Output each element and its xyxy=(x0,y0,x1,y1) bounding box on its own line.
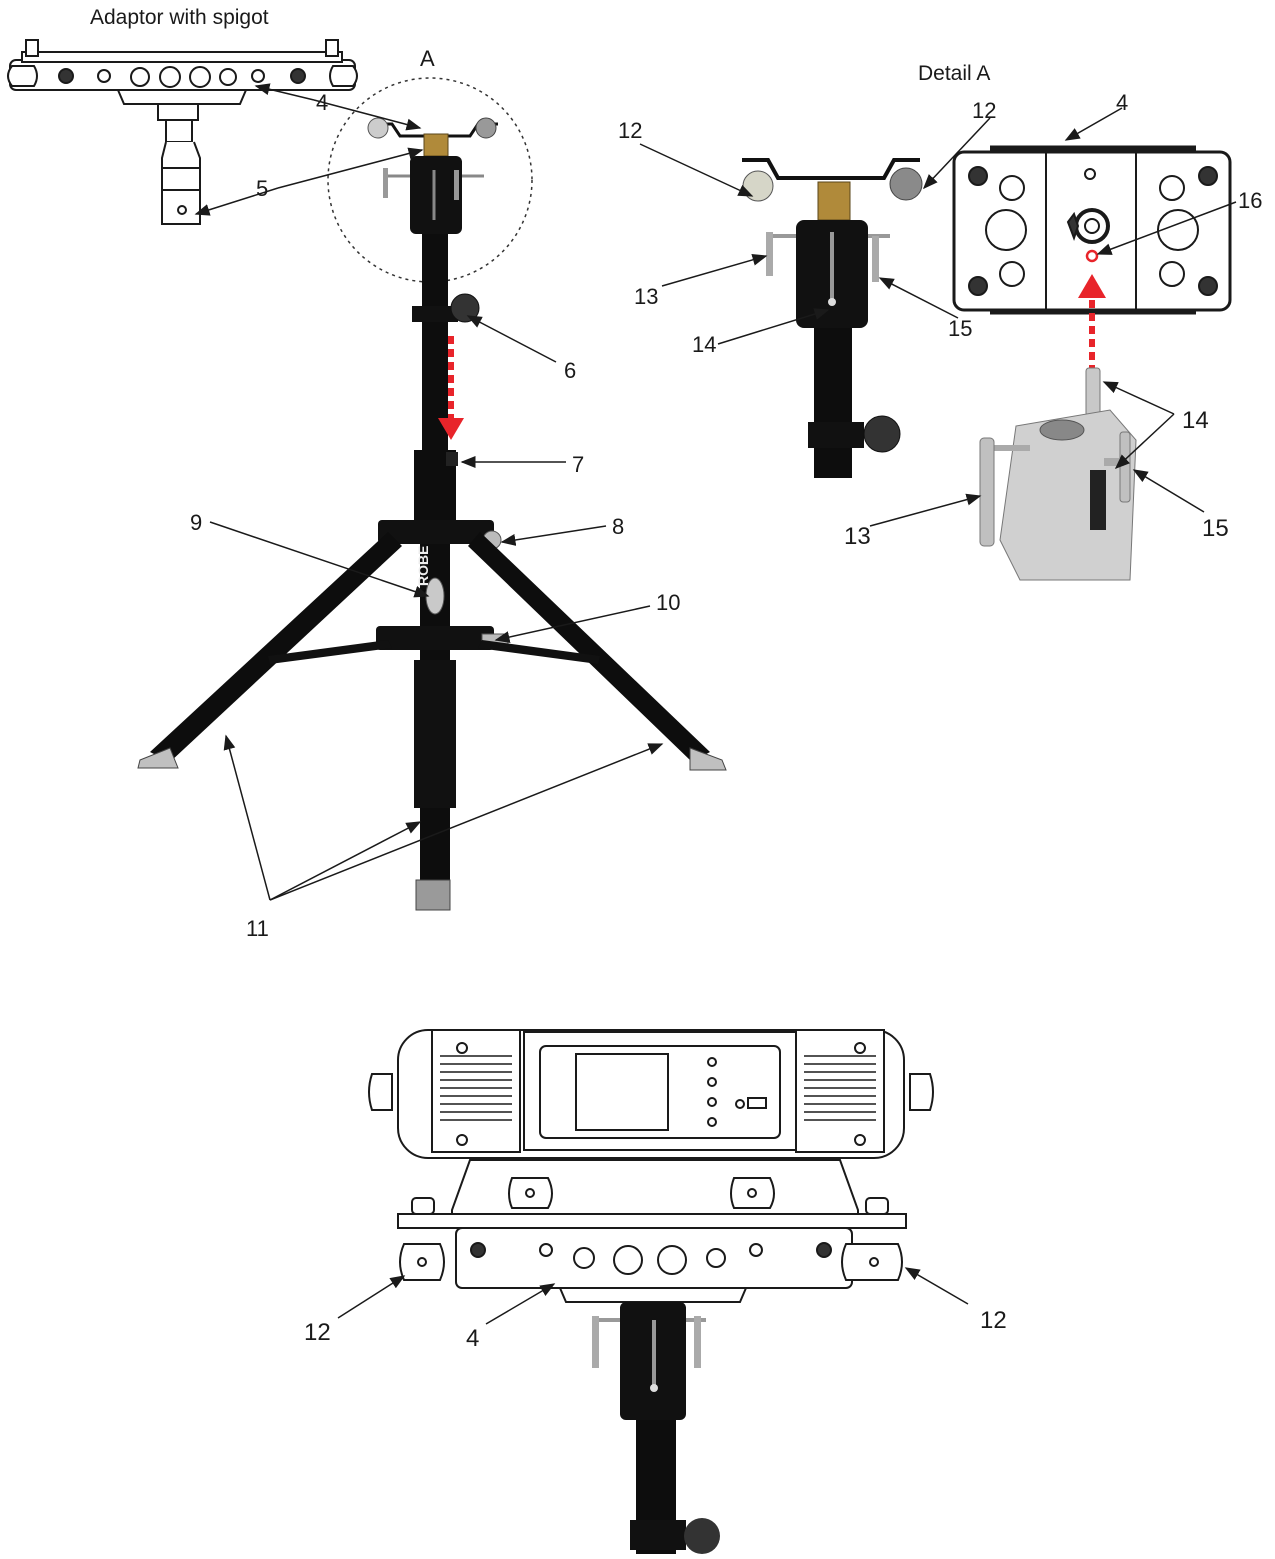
detail-title: Detail A xyxy=(918,62,990,85)
leader-lines xyxy=(194,83,1237,1325)
callout-12-bottom-right: 12 xyxy=(980,1307,1007,1334)
callout-4-bottom: 4 xyxy=(466,1325,479,1352)
insert-arrow-detail-head xyxy=(1078,274,1106,298)
bottom-stand-photo xyxy=(592,1302,720,1554)
callout-14-detail: 14 xyxy=(692,332,716,357)
callout-4-top: 4 xyxy=(316,90,328,115)
callout-11: 11 xyxy=(246,916,269,941)
callout-10: 10 xyxy=(656,590,680,615)
detail-marker: A xyxy=(420,46,435,71)
tripod-stand-photo: ROBE xyxy=(137,117,727,911)
fixture-drawing xyxy=(368,1029,934,1303)
callout-9: 9 xyxy=(190,510,202,535)
callout-13-clamp: 13 xyxy=(844,523,871,550)
detail-circle xyxy=(327,77,533,283)
callout-15-clamp: 15 xyxy=(1202,515,1229,542)
callout-6: 6 xyxy=(564,358,576,383)
adaptor-title: Adaptor with spigot xyxy=(90,6,269,29)
callout-12-detail-left: 12 xyxy=(618,118,642,143)
insert-arrow-stand-head xyxy=(438,418,464,440)
mounting-plate-drawing xyxy=(952,145,1232,315)
adaptor-plate-drawing xyxy=(7,39,358,225)
callout-7: 7 xyxy=(572,452,584,477)
callout-4-detail: 4 xyxy=(1116,90,1128,115)
callout-12-bottom-left: 12 xyxy=(304,1319,331,1346)
detail-stand-head-photo xyxy=(742,158,923,478)
brand-mark: ROBE xyxy=(415,546,431,586)
callout-13-detail: 13 xyxy=(634,284,658,309)
callout-8: 8 xyxy=(612,514,624,539)
clamp-photo xyxy=(979,367,1137,581)
callout-5: 5 xyxy=(256,176,268,201)
callout-15-detail: 15 xyxy=(948,316,972,341)
callout-14-clamp: 14 xyxy=(1182,407,1209,434)
callout-16: 16 xyxy=(1238,188,1262,213)
callout-12-detail-right: 12 xyxy=(972,98,996,123)
